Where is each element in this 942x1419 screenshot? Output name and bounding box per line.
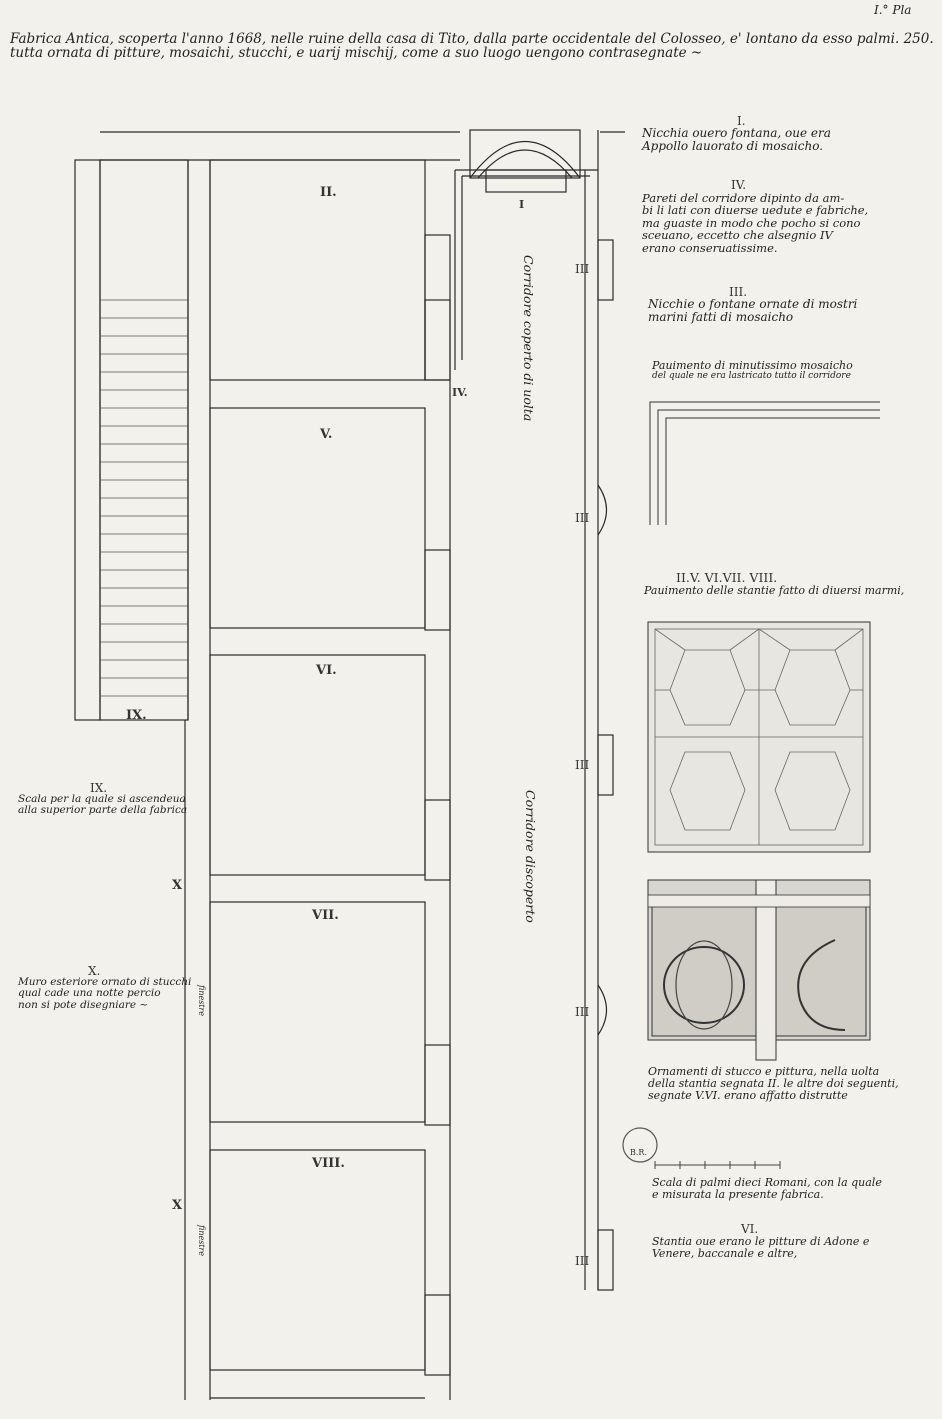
stub-5 — [424, 1294, 451, 1376]
niche-label-5: III — [575, 1254, 590, 1268]
room-ii — [209, 159, 426, 381]
stair-label: IX. — [126, 708, 147, 723]
apse-niche — [469, 141, 581, 179]
stub-1 — [424, 234, 451, 381]
legend-i: Nicchia ouero fontana, oue era Appollo l… — [642, 126, 831, 153]
stub-2 — [424, 549, 451, 631]
legend-vi-number: VI. — [741, 1222, 759, 1236]
legend-iii-number: III. — [729, 285, 748, 299]
stair-block — [99, 159, 189, 721]
scale-bar — [654, 1161, 781, 1169]
marble-floor-panel — [647, 621, 871, 853]
niche-iii-3 — [597, 734, 614, 796]
legend-corridor-pavement: Pauimento di minutissimo mosaicho del qu… — [652, 359, 853, 381]
stair-outer-wall — [74, 159, 101, 721]
legend-ornaments: Ornamenti di stucco e pittura, nella uol… — [648, 1065, 899, 1102]
legend-iv-number: IV. — [731, 178, 747, 192]
room-vi — [209, 654, 426, 876]
room-label-v: V. — [320, 427, 333, 442]
mosaic-pavement-corner — [649, 401, 880, 525]
stamp-text: B.R. — [630, 1148, 647, 1157]
room-label-ii: II. — [320, 185, 337, 200]
niche-iii-5 — [597, 1229, 614, 1291]
stair-treads — [100, 299, 188, 697]
note-ix-number: IX. — [90, 781, 108, 795]
niche-label-4: III — [575, 1005, 590, 1019]
room-label-vi: VI. — [316, 663, 337, 678]
room-v — [209, 407, 426, 629]
window-label-1: finestre — [197, 985, 206, 1017]
legend-iv: Pareti del corridore dipinto da am- bi l… — [642, 191, 869, 255]
legend-rooms-numbers: II.V. VI.VII. VIII. — [676, 570, 778, 585]
niche-iii-1 — [597, 239, 614, 301]
page-title: Fabrica Antica, scoperta l'anno 1668, ne… — [10, 31, 934, 62]
library-stamp — [622, 1127, 658, 1163]
legend-vi: Stantia oue erano le pitture di Adone e … — [652, 1235, 870, 1260]
corridor-open-label: Corridore discoperto — [523, 790, 538, 923]
note-x-number: X. — [88, 964, 101, 978]
corridor-mark-iv: IV. — [452, 386, 468, 399]
legend-rooms-pavement: Pauimento delle stantie fatto di diuersi… — [644, 584, 905, 597]
niche-iii-2 — [597, 484, 608, 536]
niche-label-2: III — [575, 511, 590, 525]
covered-corridor-border — [454, 169, 598, 370]
corridor-covered-label: Corridore coperto di uolta — [521, 255, 536, 422]
niche-label-1: III — [575, 262, 590, 276]
room-vii — [209, 901, 426, 1123]
stub-3 — [424, 799, 451, 881]
stub-4 — [424, 1044, 451, 1126]
note-x: Muro esteriore ornato di stucchi qual ca… — [18, 976, 192, 1011]
room-viii — [209, 1149, 426, 1371]
title-line-1: Fabrica Antica, scoperta l'anno 1668, ne… — [10, 31, 934, 47]
niche-label-3: III — [575, 758, 590, 772]
wall-mark-x-2: X — [172, 1198, 183, 1213]
room-label-viii: VIII. — [312, 1156, 345, 1171]
niche-iii-4 — [597, 984, 608, 1036]
corridor-mark-i: I — [519, 198, 525, 211]
title-line-2: tutta ornata di pitture, mosaichi, stucc… — [10, 45, 703, 62]
legend-iii: Nicchie o fontane ornate di mostri marin… — [648, 297, 858, 324]
window-label-2: finestre — [197, 1225, 206, 1257]
note-ix: Scala per la quale si ascendeua alla sup… — [18, 793, 188, 817]
legend-scale: Scala di palmi dieci Romani, con la qual… — [652, 1176, 882, 1201]
room-label-vii: VII. — [312, 908, 339, 923]
page-number: I.° Pla — [874, 3, 912, 17]
ceiling-ornament-panel — [647, 879, 871, 1061]
legend-i-number: I. — [737, 114, 746, 128]
wall-mark-x-1: X — [172, 878, 183, 893]
